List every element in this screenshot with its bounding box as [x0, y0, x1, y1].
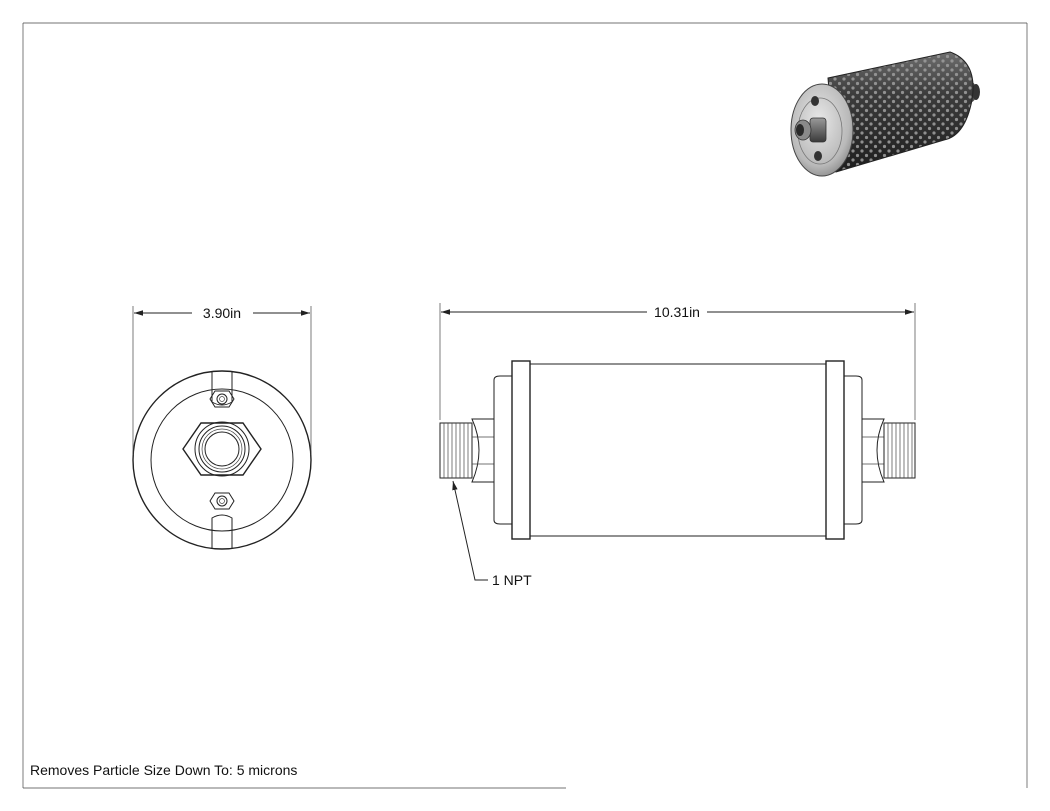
- width-dimension: [132, 306, 312, 455]
- length-dimension-label: 10.31in: [654, 304, 700, 320]
- side-view: [439, 360, 916, 540]
- right-thread: [887, 423, 913, 478]
- width-dimension-label: 3.90in: [203, 305, 241, 321]
- thread-callout-label: 1 NPT: [492, 572, 532, 588]
- filtration-note: Removes Particle Size Down To: 5 microns: [30, 762, 297, 778]
- end-view: [132, 370, 312, 550]
- left-thread: [443, 423, 469, 478]
- thread-callout-leader: [452, 480, 488, 581]
- isometric-view: [790, 51, 980, 177]
- length-dimension: [439, 303, 916, 420]
- sheet-border: [22, 22, 1028, 789]
